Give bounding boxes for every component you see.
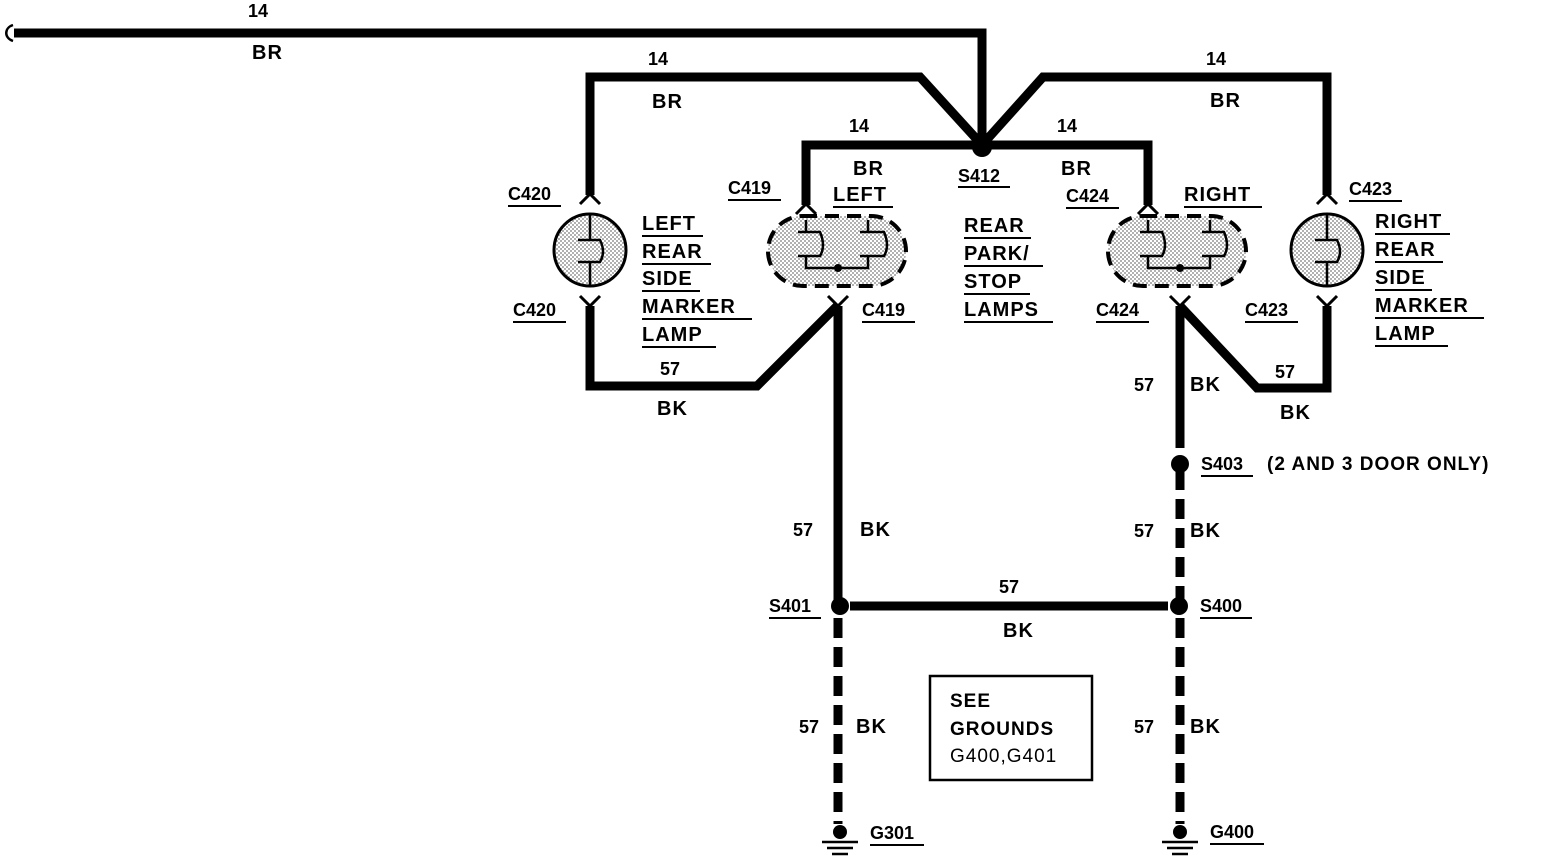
feed-wire	[14, 28, 987, 145]
inner-right-wire	[982, 140, 1153, 205]
right-low-color: BK	[1190, 716, 1221, 738]
ground-g400-label: G400	[1210, 822, 1254, 842]
c420-top-label: C420	[508, 184, 551, 204]
right-park-stop-label: RIGHT	[1184, 184, 1251, 206]
feed-wire-break-icon	[5, 23, 14, 43]
left-side-marker-line: LAMP	[642, 324, 703, 346]
c419-top-terminal-icon	[794, 201, 818, 216]
c423-bottom-terminal-icon	[1315, 294, 1339, 309]
left-park-stop-filament-icon	[798, 220, 889, 270]
splice-s412-dot	[972, 137, 992, 157]
outer-right-wire-gauge: 14	[1206, 49, 1226, 69]
splice-s400-label: S400	[1200, 596, 1242, 616]
left-park-stop-label: LEFT	[833, 184, 887, 206]
rear-park-stop-label: REAR PARK/ STOP LAMPS	[964, 215, 1053, 323]
c423-top-terminal-icon	[1315, 191, 1339, 206]
c419-bottom-terminal-icon	[826, 294, 850, 309]
right-park-stop-filament-icon	[1140, 220, 1229, 270]
right-side-marker-line: RIGHT	[1375, 211, 1442, 233]
ground-right-side-color: BK	[1280, 402, 1311, 424]
left-mid-color: BK	[860, 519, 891, 541]
rear-park-stop-line: REAR	[964, 215, 1025, 237]
right-side-marker-line: SIDE	[1375, 267, 1426, 289]
c423-top-label: C423	[1349, 179, 1392, 199]
c420-bottom-label: C420	[513, 300, 556, 320]
inner-left-wire-gauge: 14	[849, 116, 869, 136]
right-side-marker-line: MARKER	[1375, 295, 1469, 317]
left-side-marker-line: LEFT	[642, 213, 696, 235]
c424-bottom-terminal-icon	[1168, 294, 1192, 309]
rear-park-stop-line: LAMPS	[964, 299, 1039, 321]
ground-right-side-gauge: 57	[1275, 362, 1295, 382]
c419-top-label: C419	[728, 178, 771, 198]
ground-left-side-wire	[585, 301, 842, 391]
splice-s401-label: S401	[769, 596, 811, 616]
outer-left-wire	[585, 72, 986, 195]
outer-left-wire-color: BR	[652, 91, 683, 113]
ground-g301-icon	[822, 825, 858, 856]
left-mid-gauge: 57	[793, 520, 813, 540]
feed-wire-color: BR	[252, 42, 283, 64]
feed-wire-gauge: 14	[248, 1, 268, 21]
right-park-stop-common-dot	[1176, 264, 1184, 272]
left-low-color: BK	[856, 716, 887, 738]
left-side-marker-line: REAR	[642, 241, 703, 263]
c420-bottom-terminal-icon	[578, 294, 602, 309]
note-line-3: G400,G401	[950, 746, 1057, 767]
note-line-1: SEE	[950, 691, 991, 712]
inner-left-wire	[801, 140, 982, 205]
ground-g301-label: G301	[870, 823, 914, 843]
right-low-gauge: 57	[1134, 717, 1154, 737]
rear-park-stop-line: STOP	[964, 271, 1022, 293]
left-side-marker-filament-icon	[578, 214, 605, 286]
right-side-marker-label: RIGHT REAR SIDE MARKER LAMP	[1375, 211, 1484, 347]
c423-bottom-label: C423	[1245, 300, 1288, 320]
right-side-marker-line: REAR	[1375, 239, 1436, 261]
inner-left-wire-color: BR	[853, 158, 884, 180]
inner-right-wire-gauge: 14	[1057, 116, 1077, 136]
left-side-marker-line: SIDE	[642, 268, 693, 290]
ground-left-side-gauge: 57	[660, 359, 680, 379]
cross-wire-gauge: 57	[999, 577, 1019, 597]
splice-s400-dot	[1170, 597, 1188, 615]
splice-s401-dot	[831, 597, 849, 615]
inner-right-wire-color: BR	[1061, 158, 1092, 180]
right-mid-color: BK	[1190, 520, 1221, 542]
splice-s403-label: S403	[1201, 454, 1243, 474]
left-side-marker-line: MARKER	[642, 296, 736, 318]
right-park-stop-lamp-icon	[1106, 214, 1248, 288]
ground-g400-icon	[1162, 825, 1198, 856]
outer-right-wire	[978, 72, 1332, 195]
note-box	[928, 674, 1094, 782]
c424-bottom-label: C424	[1096, 300, 1139, 320]
c419-bottom-label: C419	[862, 300, 905, 320]
c424-top-terminal-icon	[1136, 201, 1160, 216]
outer-left-wire-gauge: 14	[648, 49, 668, 69]
right-side-marker-filament-icon	[1315, 214, 1342, 286]
left-park-stop-lamp-icon	[766, 214, 908, 288]
ground-left-side-color: BK	[657, 398, 688, 420]
right-upper-color: BK	[1190, 374, 1221, 396]
outer-right-wire-color: BR	[1210, 90, 1241, 112]
ground-right-side-wire	[1176, 302, 1332, 393]
splice-s412-label: S412	[958, 166, 1000, 186]
left-park-stop-common-dot	[834, 264, 842, 272]
left-low-gauge: 57	[799, 717, 819, 737]
cross-wire-color: BK	[1003, 620, 1034, 642]
right-side-marker-line: LAMP	[1375, 323, 1436, 345]
rear-park-stop-line: PARK/	[964, 243, 1030, 265]
splice-s403-note: (2 AND 3 DOOR ONLY)	[1267, 454, 1489, 475]
note-line-2: GROUNDS	[950, 719, 1054, 740]
right-mid-gauge: 57	[1134, 521, 1154, 541]
c424-top-label: C424	[1066, 186, 1109, 206]
splice-s403-dot	[1171, 455, 1189, 473]
c420-top-terminal-icon	[578, 191, 602, 206]
right-upper-gauge: 57	[1134, 375, 1154, 395]
left-side-marker-label: LEFT REAR SIDE MARKER LAMP	[642, 213, 752, 348]
